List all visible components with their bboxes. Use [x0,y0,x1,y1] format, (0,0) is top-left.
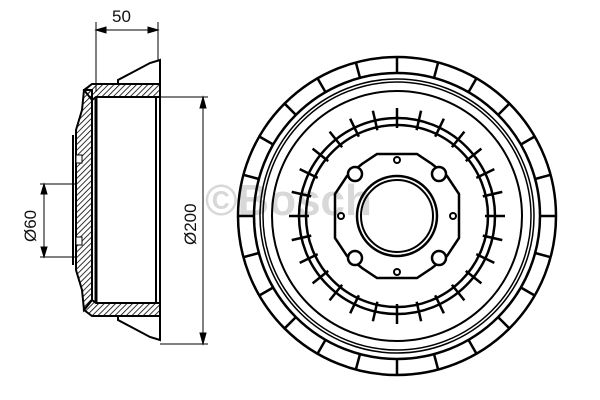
side-section-view [72,58,161,342]
dimension-drum-diameter-label: Ø200 [181,203,200,245]
front-view [236,55,558,377]
watermark: ©Bosch [205,176,372,225]
dimension-hub-diameter [40,182,75,259]
dimension-width [94,22,160,92]
dimension-hub-diameter-label: Ø60 [21,210,40,242]
dimension-drum-diameter [160,95,208,346]
dimension-width-label: 50 [112,7,131,26]
